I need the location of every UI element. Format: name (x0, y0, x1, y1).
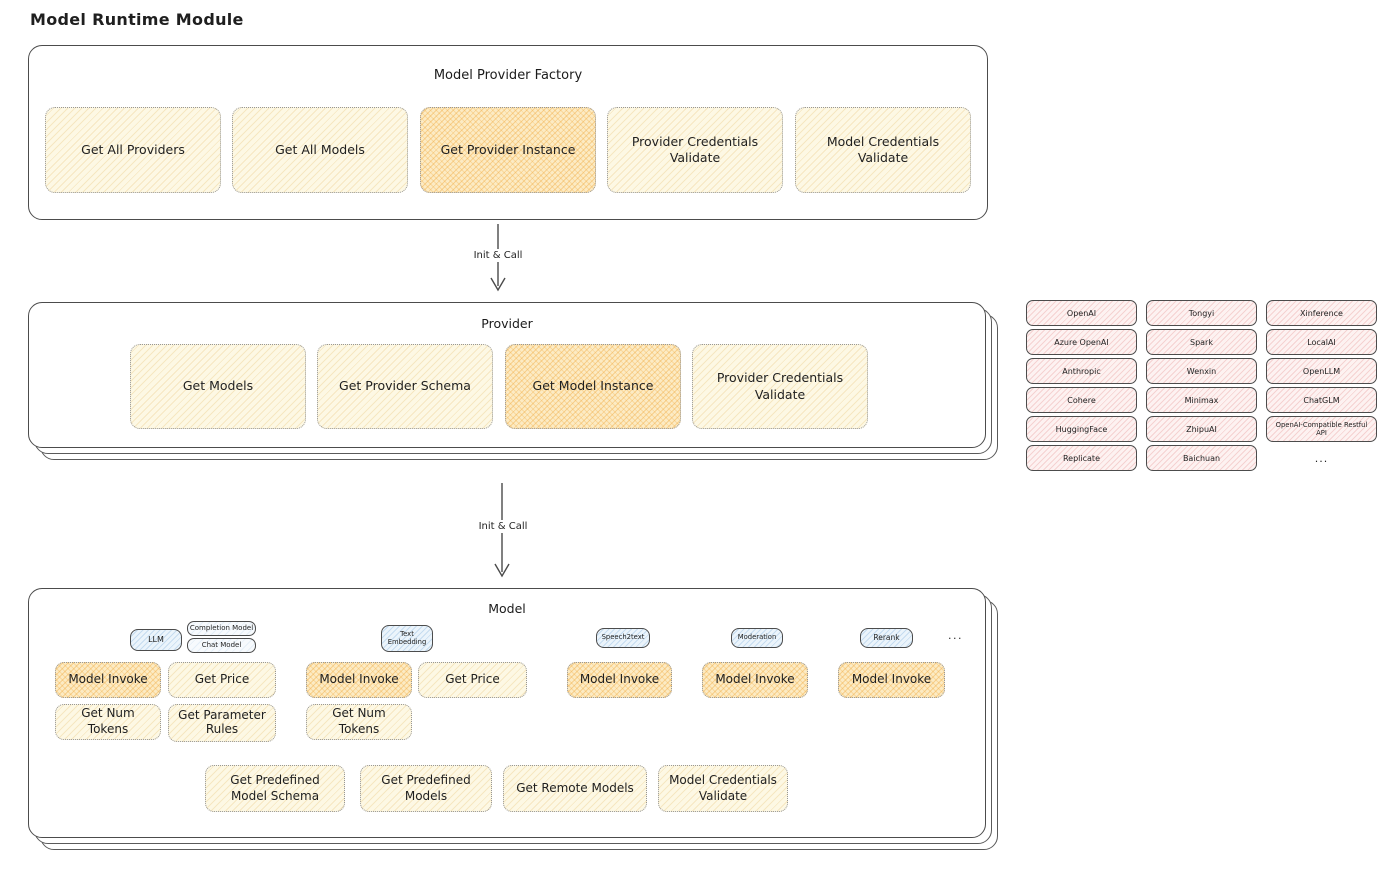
model-btn-model-credentials-validate: Model Credentials Validate (658, 765, 788, 812)
tag-rerank: Rerank (860, 628, 913, 648)
provider-item-zhipuai: ZhipuAI (1146, 416, 1257, 442)
provider-item-replicate: Replicate (1026, 445, 1137, 471)
tag-chat-model: Chat Model (187, 638, 256, 653)
provider-item-localai: LocalAI (1266, 329, 1377, 355)
model-btn-get-predefined-model-schema: Get Predefined Model Schema (205, 765, 345, 812)
provider-item-baichuan: Baichuan (1146, 445, 1257, 471)
op-embedding-get-num-tokens: Get Num Tokens (306, 704, 412, 740)
model-btn-get-remote-models: Get Remote Models (503, 765, 647, 812)
provider-item-azure-openai: Azure OpenAI (1026, 329, 1137, 355)
op-llm-get-price: Get Price (168, 662, 276, 698)
factory-btn-get-all-providers: Get All Providers (45, 107, 221, 193)
provider-item-xinference: Xinference (1266, 300, 1377, 326)
provider-list-ellipsis: ... (1314, 451, 1329, 465)
op-llm-get-num-tokens: Get Num Tokens (55, 704, 161, 740)
provider-item-tongyi: Tongyi (1146, 300, 1257, 326)
factory-btn-provider-credentials-validate: Provider Credentials Validate (607, 107, 783, 193)
factory-title: Model Provider Factory (433, 68, 583, 83)
provider-list: OpenAI Tongyi Xinference Azure OpenAI Sp… (1026, 300, 1377, 471)
op-embedding-model-invoke: Model Invoke (306, 662, 412, 698)
provider-btn-get-models: Get Models (130, 344, 306, 429)
provider-item-minimax: Minimax (1146, 387, 1257, 413)
provider-item-cohere: Cohere (1026, 387, 1137, 413)
provider-item-openllm: OpenLLM (1266, 358, 1377, 384)
tag-speech2text: Speech2text (596, 628, 650, 648)
provider-item-chatglm: ChatGLM (1266, 387, 1377, 413)
model-title: Model (488, 601, 526, 616)
provider-title: Provider (481, 316, 533, 331)
op-llm-get-parameter-rules: Get Parameter Rules (168, 704, 276, 742)
tag-moderation: Moderation (731, 628, 783, 648)
provider-item-huggingface: HuggingFace (1026, 416, 1137, 442)
tag-completion-model: Completion Model (187, 621, 256, 636)
tag-llm: LLM (130, 629, 182, 651)
provider-item-openai-compatible-restful-api: OpenAI-Compatible Restful API (1266, 416, 1377, 442)
op-speech2text-model-invoke: Model Invoke (567, 662, 672, 698)
provider-item-wenxin: Wenxin (1146, 358, 1257, 384)
op-embedding-get-price: Get Price (418, 662, 527, 698)
model-types-ellipsis: ... (948, 629, 963, 642)
page-title: Model Runtime Module (30, 10, 244, 29)
arrow2-label: Init & Call (466, 520, 540, 533)
provider-item-spark: Spark (1146, 329, 1257, 355)
factory-btn-get-provider-instance: Get Provider Instance (420, 107, 596, 193)
provider-btn-provider-credentials-validate: Provider Credentials Validate (692, 344, 868, 429)
model-btn-get-predefined-models: Get Predefined Models (360, 765, 492, 812)
factory-btn-get-all-models: Get All Models (232, 107, 408, 193)
op-llm-model-invoke: Model Invoke (55, 662, 161, 698)
arrow1-label: Init & Call (461, 249, 535, 262)
op-rerank-model-invoke: Model Invoke (838, 662, 945, 698)
op-moderation-model-invoke: Model Invoke (702, 662, 808, 698)
factory-btn-model-credentials-validate: Model Credentials Validate (795, 107, 971, 193)
provider-item-openai: OpenAI (1026, 300, 1137, 326)
tag-text-embedding: Text Embedding (381, 625, 433, 652)
provider-item-anthropic: Anthropic (1026, 358, 1137, 384)
provider-btn-get-provider-schema: Get Provider Schema (317, 344, 493, 429)
provider-btn-get-model-instance: Get Model Instance (505, 344, 681, 429)
